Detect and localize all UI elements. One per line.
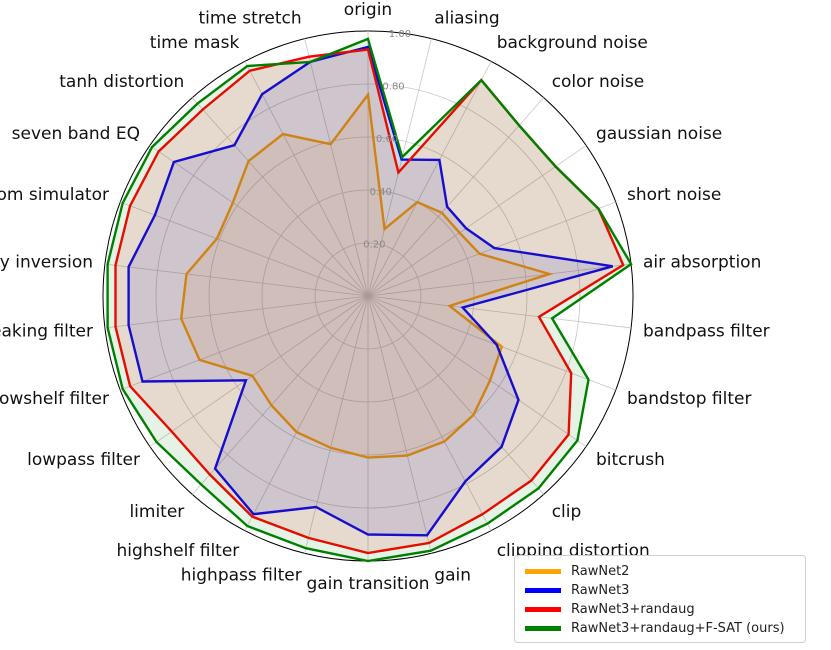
category-label-limiter: limiter — [129, 502, 184, 522]
category-label-room-simulator: room simulator — [0, 185, 109, 205]
category-labels: origin aliasing background noise color nois… — [0, 0, 770, 594]
radar-spoke — [367, 263, 632, 297]
radial-tick-label: 0.20 — [363, 239, 385, 250]
category-label-aliasing: aliasing — [434, 8, 499, 28]
radar-spoke — [367, 295, 632, 329]
legend-swatch — [525, 569, 561, 574]
legend-item-rawnet3-randaug: RawNet3+randaug — [525, 600, 795, 619]
category-label-gain-transition: gain transition — [306, 574, 429, 594]
radar-spoke — [367, 201, 616, 297]
legend-item-rawnet2: RawNet2 — [525, 562, 795, 581]
radar-spoke — [367, 97, 545, 297]
legend-label: RawNet3 — [571, 583, 630, 598]
legend-item-rawnet3-randaug-fsat: RawNet3+randaug+F-SAT (ours) — [525, 619, 795, 638]
series-rawnet2 — [179, 91, 554, 459]
category-label-air-absorption: air absorption — [643, 252, 761, 272]
category-label-polarity-inversion: polarity inversion — [0, 252, 93, 272]
category-label-seven-band-eq: seven band EQ — [12, 124, 140, 144]
category-label-tanh-distortion: tanh distortion — [59, 72, 184, 92]
category-label-peaking-filter: peaking filter — [0, 322, 93, 342]
radial-tick-label: 0.60 — [376, 134, 398, 145]
legend-swatch — [525, 607, 561, 612]
category-label-bitcrush: bitcrush — [596, 450, 665, 470]
radial-tick-label: 0.40 — [370, 187, 392, 198]
category-label-bandpass-filter: bandpass filter — [643, 322, 770, 342]
radar-spoke — [120, 295, 369, 391]
radar-spoke — [244, 295, 369, 531]
legend-item-rawnet3: RawNet3 — [525, 581, 795, 600]
category-label-clip: clip — [552, 502, 582, 522]
radar-series — [106, 37, 633, 563]
radar-spoke — [367, 295, 545, 495]
radar-spoke — [367, 38, 432, 297]
category-label-highpass-filter: highpass filter — [181, 566, 302, 586]
radar-spoke — [191, 97, 369, 297]
radial-tick-label: 1.00 — [389, 29, 411, 40]
category-label-background-noise: background noise — [497, 33, 648, 53]
radar-spoke — [367, 295, 587, 447]
radar-spoke — [367, 145, 587, 297]
radar-spoke — [191, 295, 369, 495]
radar-spoke — [244, 61, 369, 297]
radar-spoke — [367, 61, 492, 297]
category-label-lowpass-filter: lowpass filter — [27, 450, 140, 470]
category-label-color-noise: color noise — [552, 72, 644, 92]
radar-grid — [102, 30, 634, 562]
category-label-bandstop-filter: bandstop filter — [627, 389, 751, 409]
category-label-origin: origin — [344, 0, 392, 20]
category-label-time-stretch: time stretch — [198, 8, 301, 28]
radar-spoke — [104, 295, 369, 329]
category-label-time-mask: time mask — [150, 33, 240, 53]
radar-spoke — [304, 38, 369, 297]
legend-label: RawNet2 — [571, 564, 630, 579]
category-label-highshelf-filter: highshelf filter — [116, 541, 239, 561]
legend-label: RawNet3+randaug — [571, 602, 695, 617]
category-label-gain: gain — [434, 566, 471, 586]
category-label-gaussian-noise: gaussian noise — [596, 124, 722, 144]
legend: RawNet2 RawNet3 RawNet3+randaug RawNet3+… — [514, 555, 806, 643]
series-rawnet3-randaug-f-sat-ours — [106, 37, 633, 563]
radial-tick-labels: 0.20 0.40 0.60 0.80 1.00 — [363, 29, 411, 250]
radial-tick-label: 0.80 — [382, 82, 404, 93]
radar-spoke — [367, 295, 616, 391]
category-label-short-noise: short noise — [627, 185, 721, 205]
legend-swatch — [525, 626, 561, 631]
radar-spoke — [367, 295, 492, 531]
series-rawnet3 — [127, 45, 614, 537]
radar-spoke — [104, 263, 369, 297]
legend-label: RawNet3+randaug+F-SAT (ours) — [571, 621, 785, 636]
category-label-lowshelf-filter: lowshelf filter — [0, 389, 109, 409]
radar-spoke — [304, 295, 369, 554]
radar-spoke — [149, 295, 369, 447]
legend-swatch — [525, 588, 561, 593]
radar-spoke — [149, 145, 369, 297]
radar-spoke — [367, 295, 432, 554]
radar-spoke — [120, 201, 369, 297]
